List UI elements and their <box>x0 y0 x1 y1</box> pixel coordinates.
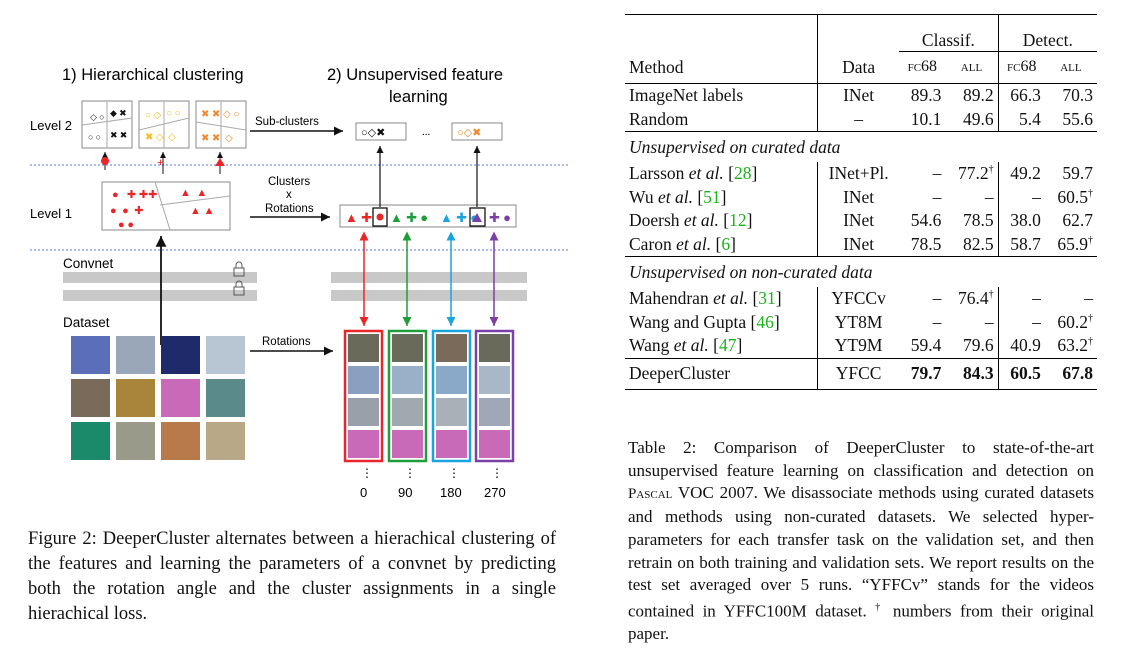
rotation-column-180 <box>431 329 472 463</box>
level2-subcluster-box-orange: ✖ ✖ ◇ ○ ✖ ✖ ◇ <box>195 100 247 149</box>
col-fc68-classif: fc68 <box>907 58 938 76</box>
citation-link[interactable]: 31 <box>758 288 776 309</box>
table-row: Wang and Gupta [46]YT8M–––60.2† <box>625 310 1097 334</box>
results-table: Classif. Detect. Method Data fc68 all fc… <box>625 14 1097 390</box>
table-row-ours: DeeperCluster YFCC 79.7 84.3 60.5 67.8 <box>625 358 1097 389</box>
svg-text:✚ ●: ✚ ● <box>489 210 511 225</box>
group-classif-header: Classif. <box>899 14 999 52</box>
table-row: Random – 10.1 49.6 5.4 55.6 <box>625 107 1097 132</box>
x-label: x <box>286 189 292 201</box>
svg-text:✖ ✖: ✖ ✖ <box>201 109 220 120</box>
col-fc68-detect: fc68 <box>997 51 1045 84</box>
table-row: ImageNet labels INet 89.3 89.2 66.3 70.3 <box>625 83 1097 108</box>
svg-text:○◇✖: ○◇✖ <box>457 127 481 139</box>
svg-text:▲ ✚: ▲ ✚ <box>345 210 372 225</box>
vdots-270: ⋮ <box>491 466 503 480</box>
svg-text:○ ○: ○ ○ <box>166 108 181 119</box>
svg-text:○ ◇: ○ ◇ <box>145 110 162 121</box>
level2-label: Level 2 <box>30 118 72 133</box>
svg-text:○ ○: ○ ○ <box>88 132 101 142</box>
convnet-left <box>63 272 257 301</box>
dataset-image-grid <box>71 336 245 460</box>
subcluster-output-box-2: ○◇✖ <box>451 122 503 141</box>
vdots-90: ⋮ <box>404 466 416 480</box>
svg-text:▲ ▲: ▲ ▲ <box>190 205 215 217</box>
svg-text:✖ ✖: ✖ ✖ <box>110 130 127 140</box>
subcluster-ellipsis: ... <box>422 126 431 138</box>
svg-text:▲ ✚ ●: ▲ ✚ ● <box>440 210 478 225</box>
angle-90: 90 <box>398 485 412 500</box>
angle-180: 180 <box>440 485 462 500</box>
citation-link[interactable]: 28 <box>733 163 752 184</box>
svg-text:◇ ○: ◇ ○ <box>90 112 105 122</box>
svg-text:● ● ✚: ● ● ✚ <box>110 205 144 217</box>
svg-text:● ✚ ✚✚: ● ✚ ✚✚ <box>112 189 157 201</box>
table-row: Mahendran et al. [31]YFCCv–76.4†–– <box>625 287 1097 311</box>
step2-title-line1: 2) Unsupervised feature <box>327 66 503 84</box>
svg-text:○◇✖: ○◇✖ <box>361 127 385 139</box>
level1-label: Level 1 <box>30 206 72 221</box>
vdots-180: ⋮ <box>448 466 460 480</box>
svg-text:+: + <box>157 155 164 169</box>
clusters-label: Clusters <box>268 176 310 188</box>
step1-title: 1) Hierarchical clustering <box>62 66 244 84</box>
svg-text:◇ ○: ◇ ○ <box>223 109 239 120</box>
svg-text:◇: ◇ <box>168 132 176 143</box>
level1-cluster-box: ● ✚ ✚✚ ● ● ✚ ● ● ▲ ▲ ▲ ▲ <box>101 181 231 231</box>
col-data-header: Data <box>816 51 900 84</box>
level2-subcluster-box-black: ◇ ○ ◆ ✖ ○ ○ ✖ ✖ <box>81 100 133 149</box>
svg-text:✖ ◇: ✖ ◇ <box>145 132 164 143</box>
label-row: ▲ ✚ ▲ ✚ ● ▲ ✚ ● ✚ ● <box>339 204 517 228</box>
col-method-header: Method <box>629 56 684 77</box>
section-header-noncurated: Unsupervised on non-curated data <box>625 256 1097 288</box>
rotation-column-0 <box>343 329 384 463</box>
table-caption: Table 2: Comparison of DeeperCluster to … <box>628 438 1094 644</box>
section-header-curated: Unsupervised on curated data <box>625 131 1097 163</box>
dagger-mark: † <box>875 601 885 613</box>
citation-link[interactable]: 6 <box>721 233 731 254</box>
col-all-classif: all <box>960 58 983 76</box>
rotations-label: Rotations <box>265 203 314 215</box>
rotation-column-270 <box>474 329 515 463</box>
col-all-detect: all <box>1060 58 1082 76</box>
citation-link[interactable]: 47 <box>718 335 737 356</box>
figure-2-diagram: 1) Hierarchical clustering 2) Unsupervis… <box>30 66 570 500</box>
svg-text:▲ ▲: ▲ ▲ <box>180 187 207 199</box>
vdots-0: ⋮ <box>361 466 373 480</box>
cluster-markers: + <box>101 152 225 174</box>
group-detect-header: Detect. <box>997 14 1097 52</box>
convnet-right <box>331 272 527 301</box>
citation-link[interactable]: 51 <box>703 186 721 207</box>
results-table-container: Classif. Detect. Method Data fc68 all fc… <box>625 14 1097 390</box>
step2-title-line2: learning <box>389 88 448 106</box>
svg-text:◇: ◇ <box>225 133 233 144</box>
table-row: Wu et al. [51]INet–––60.5† <box>625 185 1097 209</box>
citation-link[interactable]: 46 <box>756 311 774 332</box>
angle-270: 270 <box>484 485 506 500</box>
figure-caption: Figure 2: DeeperCluster alternates betwe… <box>28 529 556 624</box>
rotations-arrow-label: Rotations <box>262 336 311 348</box>
subcluster-output-box-1: ○◇✖ <box>355 122 407 141</box>
citation-link[interactable]: 12 <box>729 210 747 231</box>
svg-text:▲ ✚ ●: ▲ ✚ ● <box>390 210 428 225</box>
svg-text:● ●: ● ● <box>118 219 134 231</box>
svg-text:◆ ✖: ◆ ✖ <box>110 108 127 118</box>
subclusters-label: Sub-clusters <box>255 116 319 128</box>
level2-subcluster-box-yellow: ○ ◇ ○ ○ ✖ ◇ ◇ <box>138 100 190 149</box>
angle-0: 0 <box>360 485 367 500</box>
svg-text:✖ ✖: ✖ ✖ <box>201 133 220 144</box>
lock-icon <box>233 261 245 296</box>
dataset-label: Dataset <box>63 315 110 330</box>
pascal-smallcaps: Pascal <box>628 486 673 503</box>
rotation-column-90 <box>387 329 428 463</box>
convnet-label: Convnet <box>63 256 114 271</box>
